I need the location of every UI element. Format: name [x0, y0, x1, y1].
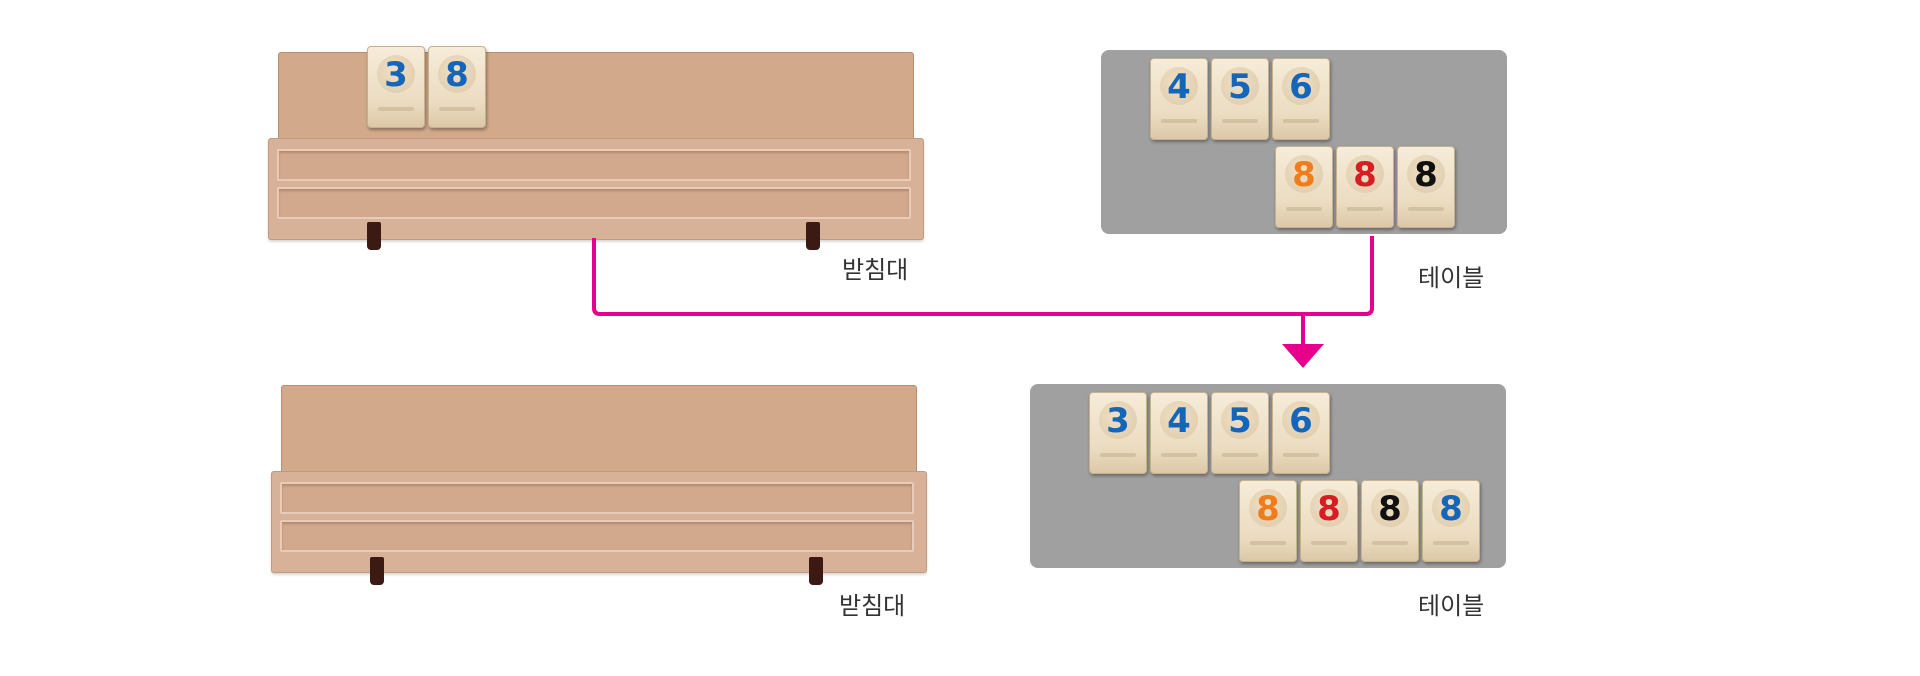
tile-number: 5 — [1228, 67, 1252, 107]
rack-leg — [806, 222, 820, 250]
tile-circle — [1310, 489, 1348, 527]
rack-leg — [367, 222, 381, 250]
tile: 8 — [1300, 480, 1358, 562]
rack-back — [281, 385, 917, 475]
tile-circle — [1407, 155, 1445, 193]
rack-label: 받침대 — [842, 256, 909, 284]
tile-brand-mark — [1222, 119, 1258, 123]
tile: 4 — [1150, 392, 1208, 474]
tile: 8 — [1361, 480, 1419, 562]
rack-groove — [277, 187, 911, 219]
tile-brand-mark — [1372, 541, 1408, 545]
tile-number: 8 — [1317, 489, 1341, 529]
tile-number: 3 — [1106, 401, 1130, 441]
tile-brand-mark — [1347, 207, 1383, 211]
tile-number: 8 — [1353, 155, 1377, 195]
tile: 5 — [1211, 58, 1269, 140]
tile-number: 8 — [1414, 155, 1438, 195]
tile-circle — [1432, 489, 1470, 527]
tile: 8 — [1397, 146, 1455, 228]
tile-circle — [1371, 489, 1409, 527]
tile: 6 — [1272, 392, 1330, 474]
tile-circle — [1099, 401, 1137, 439]
tile-brand-mark — [439, 107, 475, 111]
tile-number: 4 — [1167, 401, 1191, 441]
tile-circle — [1160, 67, 1198, 105]
tile: 6 — [1272, 58, 1330, 140]
tile-number: 8 — [1292, 155, 1316, 195]
rack-after — [271, 385, 927, 595]
tile: 8 — [1422, 480, 1480, 562]
tile-number: 3 — [384, 55, 408, 95]
tile: 3 — [367, 46, 425, 128]
tile-circle — [1221, 401, 1259, 439]
tile: 3 — [1089, 392, 1147, 474]
rack-groove — [280, 520, 914, 552]
tile-brand-mark — [1161, 453, 1197, 457]
tile-number: 8 — [1256, 489, 1280, 529]
table-label: 테이블 — [1418, 264, 1485, 292]
tile-brand-mark — [1222, 453, 1258, 457]
tile-number: 6 — [1289, 401, 1313, 441]
tile-brand-mark — [1161, 119, 1197, 123]
tile-number: 5 — [1228, 401, 1252, 441]
tile: 5 — [1211, 392, 1269, 474]
tile-brand-mark — [1311, 541, 1347, 545]
tile-circle — [1160, 401, 1198, 439]
tile: 4 — [1150, 58, 1208, 140]
tile-circle — [1221, 67, 1259, 105]
tile: 8 — [1275, 146, 1333, 228]
table-label: 테이블 — [1418, 592, 1485, 620]
tile-brand-mark — [1100, 453, 1136, 457]
tile-circle — [438, 55, 476, 93]
tile-brand-mark — [1283, 119, 1319, 123]
tile-circle — [1282, 67, 1320, 105]
tile-brand-mark — [378, 107, 414, 111]
tile-number: 8 — [1439, 489, 1463, 529]
tile-number: 8 — [1378, 489, 1402, 529]
tile-brand-mark — [1408, 207, 1444, 211]
rack-leg — [370, 557, 384, 585]
tile: 8 — [1239, 480, 1297, 562]
rack-groove — [280, 482, 914, 514]
tile-number: 6 — [1289, 67, 1313, 107]
tile-brand-mark — [1433, 541, 1469, 545]
tile-circle — [377, 55, 415, 93]
tile-circle — [1285, 155, 1323, 193]
tile-brand-mark — [1283, 453, 1319, 457]
rack-leg — [809, 557, 823, 585]
tile-number: 8 — [445, 55, 469, 95]
tile-circle — [1282, 401, 1320, 439]
tile-brand-mark — [1250, 541, 1286, 545]
tile-circle — [1346, 155, 1384, 193]
tile-number: 4 — [1167, 67, 1191, 107]
tile: 8 — [428, 46, 486, 128]
tile: 8 — [1336, 146, 1394, 228]
rack-groove — [277, 149, 911, 181]
rack-shelf — [271, 471, 927, 573]
tile-circle — [1249, 489, 1287, 527]
rack-label: 받침대 — [839, 592, 906, 620]
tile-brand-mark — [1286, 207, 1322, 211]
